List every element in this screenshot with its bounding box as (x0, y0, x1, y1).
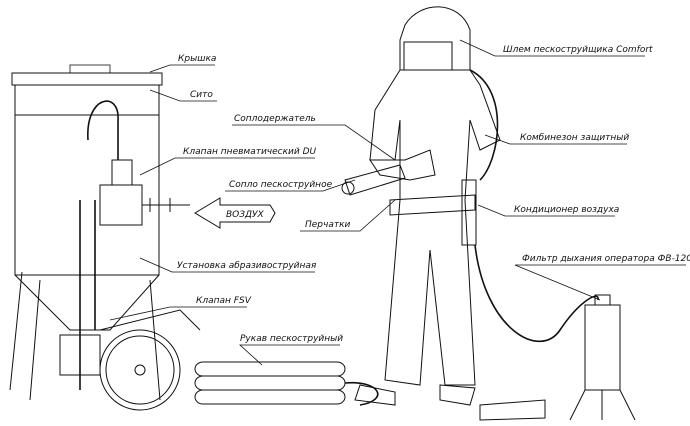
blast-hose-coil (194, 361, 379, 406)
air-label: ВОЗДУХ (226, 210, 265, 220)
label-nozzle-holder: Соплодержатель (234, 114, 316, 124)
label-valve-du: Клапан пневматический DU (183, 147, 317, 157)
blast-pot (9, 64, 190, 401)
label-overalls: Комбинезон защитный (520, 133, 629, 143)
label-valve-fsv: Клапан FSV (196, 296, 252, 306)
leader-lines (109, 39, 686, 366)
label-air-conditioner: Кондиционер воздуха (514, 205, 619, 215)
label-sieve: Сито (190, 90, 213, 100)
wheel (99, 309, 201, 411)
air-arrow: ВОЗДУХ (194, 197, 276, 229)
label-blast-hose: Рукав пескоструйный (240, 334, 343, 344)
label-blast-unit: Установка абразивоструйная (177, 261, 317, 271)
label-breathing-filter: Фильтр дыхания оператора ФВ-120 (522, 254, 690, 264)
label-lid: Крышка (178, 54, 216, 64)
operator-figure (341, 6, 599, 406)
label-nozzle: Сопло пескоструйное (229, 180, 333, 190)
label-helmet: Шлем пескоструйщика Comfort (503, 45, 653, 55)
label-gloves: Перчатки (305, 220, 351, 230)
breathing-filter-unit (479, 294, 636, 421)
